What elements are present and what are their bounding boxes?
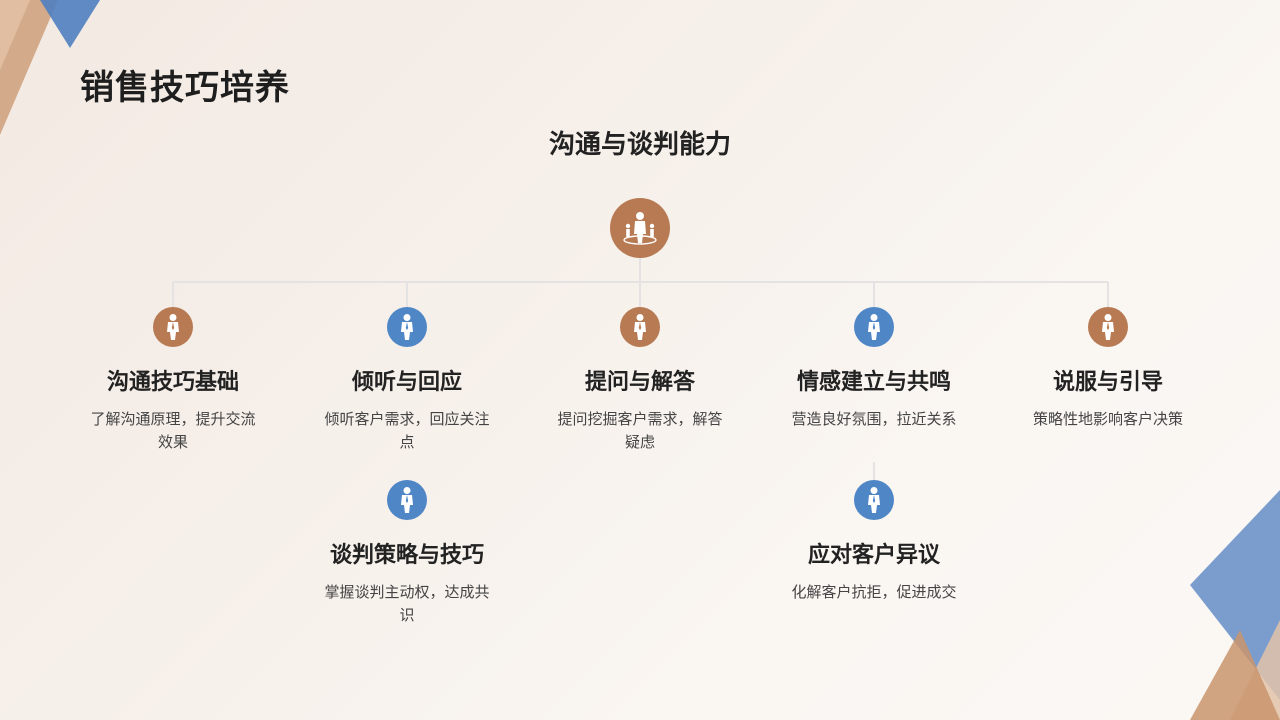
- node-empathy: 情感建立与共鸣 营造良好氛围，拉近关系: [774, 307, 974, 431]
- page-title: 销售技巧培养: [80, 68, 290, 108]
- person-icon: [387, 307, 427, 347]
- node-objections: 应对客户异议 化解客户抗拒，促进成交: [774, 480, 974, 604]
- node-description: 策略性地影响客户决策: [1032, 409, 1183, 428]
- person-icon: [387, 480, 427, 520]
- node-communication-basics: 沟通技巧基础 了解沟通原理，提升交流效果: [73, 307, 273, 454]
- presenter-icon: [610, 198, 670, 258]
- person-icon: [153, 307, 193, 347]
- bottom-right-decoration: [1190, 490, 1280, 720]
- node-persuasion: 说服与引导 策略性地影响客户决策: [1008, 307, 1208, 431]
- node-description: 提问挖掘客户需求，解答疑虑: [557, 409, 723, 451]
- node-description: 掌握谈判主动权，达成共识: [324, 582, 490, 624]
- top-left-decoration: [0, 0, 100, 135]
- node-title: 应对客户异议: [807, 543, 940, 568]
- node-title: 情感建立与共鸣: [796, 370, 951, 395]
- person-icon: [854, 307, 894, 347]
- node-title: 谈判策略与技巧: [329, 543, 484, 568]
- node-description: 了解沟通原理，提升交流效果: [90, 409, 256, 451]
- person-icon: [1088, 307, 1128, 347]
- root-title: 沟通与谈判能力: [548, 130, 731, 160]
- node-negotiation: 谈判策略与技巧 掌握谈判主动权，达成共识: [307, 480, 507, 627]
- node-title: 说服与引导: [1052, 370, 1163, 395]
- node-title: 倾听与回应: [351, 370, 462, 395]
- node-description: 化解客户抗拒，促进成交: [791, 582, 957, 601]
- node-listening: 倾听与回应 倾听客户需求，回应关注点: [307, 307, 507, 454]
- node-title: 提问与解答: [584, 370, 695, 395]
- person-icon: [620, 307, 660, 347]
- node-questioning: 提问与解答 提问挖掘客户需求，解答疑虑: [540, 307, 740, 454]
- person-icon: [854, 480, 894, 520]
- node-description: 倾听客户需求，回应关注点: [324, 409, 490, 451]
- node-description: 营造良好氛围，拉近关系: [791, 409, 957, 428]
- node-title: 沟通技巧基础: [106, 370, 239, 395]
